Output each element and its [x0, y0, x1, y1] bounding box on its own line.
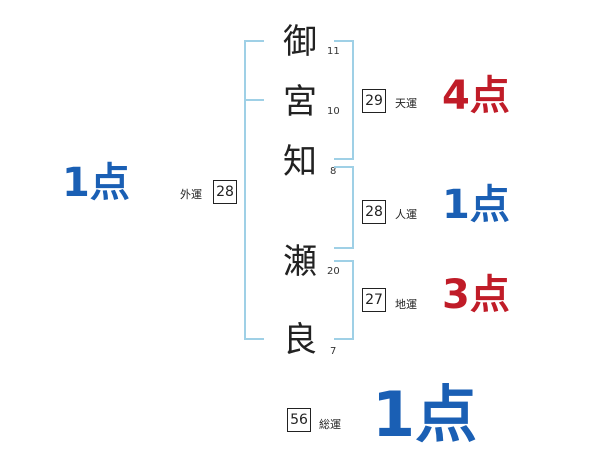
name-char-1: 御 [283, 22, 317, 62]
souun-score: 1点 [372, 380, 477, 450]
chiun-box: 27 [362, 288, 386, 312]
jinun-score-unit: 点 [469, 182, 510, 228]
name-char-3: 知 [283, 142, 317, 182]
name-char-4: 瀬 [283, 242, 317, 282]
souun-score-number: 1 [372, 378, 416, 451]
chiun-bracket-vertical [352, 260, 354, 340]
jinun-score: 1点 [442, 182, 510, 228]
left-bracket-mid [244, 99, 264, 101]
souun-score-unit: 点 [415, 378, 478, 451]
souun-label: 総運 [319, 418, 341, 431]
tenun-bracket-vertical [352, 40, 354, 160]
name-char-4-strokes: 20 [327, 266, 340, 277]
left-bracket-vertical [244, 40, 246, 340]
name-char-5: 良 [283, 320, 317, 360]
chiun-score-number: 3 [442, 272, 470, 318]
tenun-score: 4点 [442, 73, 510, 119]
jinun-bracket-bottom [334, 247, 354, 249]
souun-box: 56 [287, 408, 311, 432]
tenun-bracket-top [334, 40, 354, 42]
left-bracket-bottom [244, 338, 264, 340]
tenun-bracket-bottom [334, 158, 354, 160]
chiun-label: 地運 [395, 298, 417, 311]
tenun-score-number: 4 [442, 73, 470, 119]
gaiun-score-number: 1 [62, 160, 90, 206]
left-bracket-top [244, 40, 264, 42]
chiun-bracket-top [334, 260, 354, 262]
chiun-score-unit: 点 [469, 272, 510, 318]
gaiun-box: 28 [213, 180, 237, 204]
name-char-1-strokes: 11 [327, 46, 340, 57]
name-char-2-strokes: 10 [327, 106, 340, 117]
name-char-3-strokes: 8 [330, 166, 337, 177]
jinun-box: 28 [362, 200, 386, 224]
jinun-bracket-top [334, 166, 354, 168]
gaiun-score-unit: 点 [89, 160, 130, 206]
tenun-label: 天運 [395, 97, 417, 110]
name-char-2: 宮 [283, 82, 317, 122]
gaiun-label: 外運 [180, 188, 202, 201]
jinun-label: 人運 [395, 208, 417, 221]
gaiun-score: 1点 [62, 160, 130, 206]
jinun-score-number: 1 [442, 182, 470, 228]
tenun-score-unit: 点 [469, 73, 510, 119]
chiun-score: 3点 [442, 272, 510, 318]
tenun-box: 29 [362, 89, 386, 113]
name-char-5-strokes: 7 [330, 346, 337, 357]
jinun-bracket-vertical [352, 166, 354, 249]
chiun-bracket-bottom [334, 338, 354, 340]
